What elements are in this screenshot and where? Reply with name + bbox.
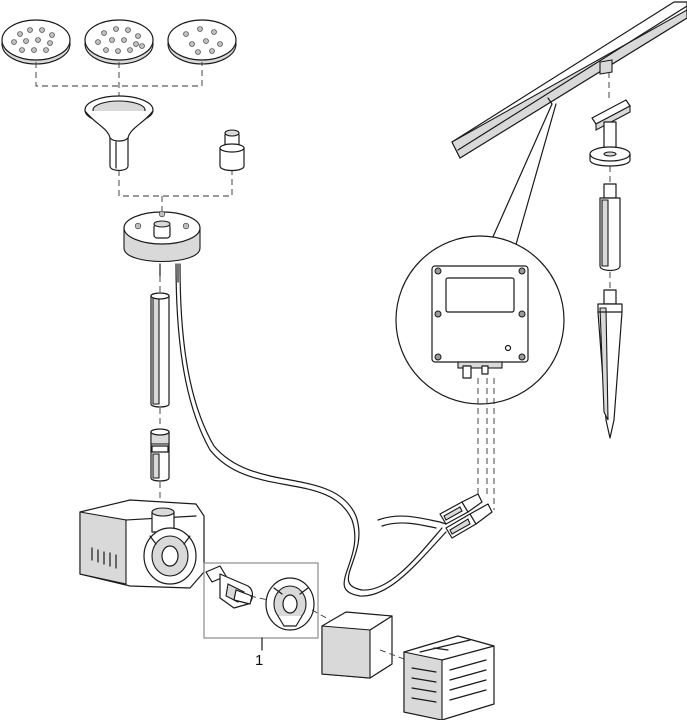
stake-tube bbox=[599, 183, 621, 272]
callout-label-1: 1 bbox=[255, 652, 263, 669]
cap-nozzle bbox=[219, 129, 245, 172]
nozzle-disc-3 bbox=[167, 19, 237, 65]
callout-1-group: 1 bbox=[203, 562, 331, 669]
detail-leader-lines bbox=[487, 103, 557, 249]
cable-connector-lower bbox=[445, 503, 493, 539]
disc-alignment-lines bbox=[35, 62, 203, 96]
filter-housing-slots bbox=[411, 659, 487, 703]
junction-box-cable-lines bbox=[477, 378, 495, 510]
solar-panel bbox=[451, 1, 687, 159]
funnel-nozzle bbox=[84, 95, 154, 172]
foam-filter bbox=[321, 611, 393, 679]
panel-cable bbox=[377, 515, 447, 529]
nozzle-disc-1 bbox=[1, 19, 71, 65]
nozzle-alignment-lines bbox=[118, 170, 233, 197]
nozzle-disc-2 bbox=[84, 19, 154, 65]
impeller-cover bbox=[265, 577, 315, 631]
extension-tube-lower bbox=[150, 428, 170, 482]
junction-box-detail bbox=[395, 235, 565, 405]
pump-body bbox=[79, 499, 205, 589]
filter-alignment-line bbox=[379, 649, 413, 663]
ground-spike bbox=[597, 289, 623, 439]
panel-mount-bracket bbox=[589, 72, 631, 167]
pump-cable bbox=[175, 263, 447, 597]
distributor-base bbox=[123, 210, 201, 283]
cable-connector-upper bbox=[439, 493, 483, 525]
impeller bbox=[205, 565, 254, 609]
filter-housing bbox=[403, 635, 495, 720]
pump-vent-slots bbox=[91, 547, 117, 569]
extension-tube-upper bbox=[150, 276, 170, 408]
